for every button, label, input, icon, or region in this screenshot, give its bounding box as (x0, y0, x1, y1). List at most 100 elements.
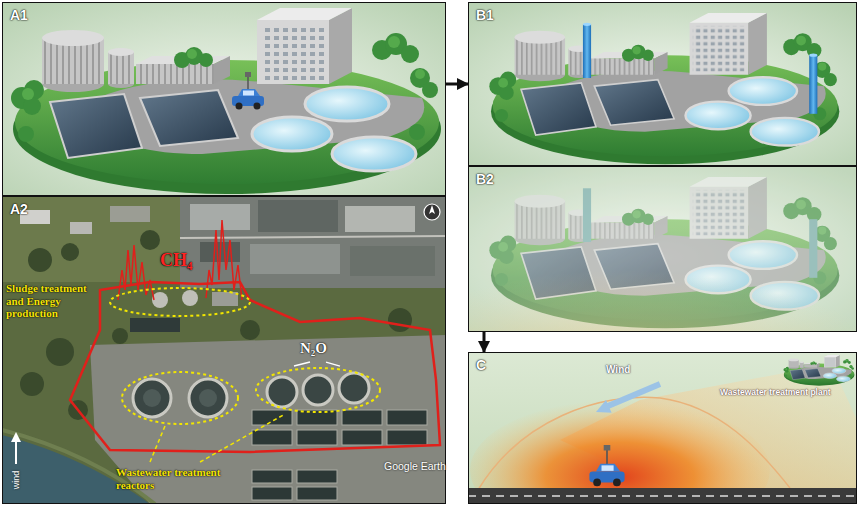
gas-label: CH₄ (160, 250, 192, 271)
satellite-map (189, 379, 227, 417)
satellite-map (297, 470, 337, 483)
wind-arrow (15, 440, 17, 464)
satellite-map (133, 379, 171, 417)
leader-line (150, 414, 285, 462)
satellite-map (2, 196, 180, 282)
satellite-map (387, 410, 427, 425)
panel-b1-scene (489, 13, 839, 164)
satellite-map (112, 328, 128, 344)
satellite-map (250, 244, 340, 274)
satellite-map (152, 292, 168, 308)
panel-frame: C (468, 352, 857, 504)
emission-plume (468, 195, 857, 332)
wind-label: wind (11, 471, 21, 490)
panel-c-scene (468, 352, 857, 504)
satellite-map (252, 410, 427, 500)
satellite-map (339, 373, 369, 403)
satellite-map (143, 389, 161, 407)
flow-arrow (446, 83, 468, 86)
satellite-map (61, 243, 79, 261)
sensor-tower (583, 24, 591, 78)
leader-line (294, 362, 340, 366)
satellite-map (240, 320, 260, 340)
leader-line (294, 362, 310, 366)
satellite-map (342, 410, 382, 425)
satellite-map (199, 389, 217, 407)
measurement-car (232, 72, 264, 110)
satellite-map (180, 236, 446, 238)
satellite-map (90, 335, 446, 504)
panel-b1-scene (468, 2, 857, 166)
road (468, 488, 857, 504)
survey-route (70, 282, 440, 452)
area-ellipse (256, 368, 380, 412)
panel-letter: A1 (10, 7, 28, 23)
panel-c-scene (783, 355, 854, 386)
satellite-map (2, 196, 446, 504)
leader-line (150, 426, 165, 462)
leader-line (326, 362, 340, 366)
satellite-map (252, 470, 292, 483)
wind-arrow (608, 384, 660, 406)
satellite-map (350, 246, 435, 276)
panel-b1-scene (489, 13, 839, 164)
satellite-map (297, 430, 337, 445)
area-label: Wastewater treatment reactors (116, 466, 228, 491)
satellite-map (182, 290, 198, 306)
panel-letter: C (476, 357, 486, 373)
panel-letter: B2 (476, 171, 494, 187)
panel-frame: A2 (2, 196, 446, 504)
wind-arrow (11, 432, 21, 442)
panel-frame: B2 (468, 166, 857, 332)
satellite-map (388, 308, 412, 332)
satellite-map (267, 377, 297, 407)
panel-b1-scene (468, 2, 857, 166)
satellite-map (252, 430, 292, 445)
satellite-map (140, 230, 160, 250)
panel-frame: B1 (468, 2, 857, 166)
satellite-map (342, 430, 382, 445)
satellite-map (2, 196, 446, 504)
panel-c-scene (478, 397, 790, 490)
panel-b1-scene (583, 23, 591, 26)
panel-c-scene (468, 495, 857, 497)
satellite-map (252, 410, 292, 425)
plant-label: Wastewater treatment plant (720, 388, 831, 398)
satellite-map (190, 204, 250, 230)
panel-a1-scene (2, 2, 446, 196)
compass-icon (429, 205, 435, 214)
satellite-map (252, 487, 292, 500)
area-ellipse (110, 288, 380, 424)
gas-label: N₂O (300, 340, 327, 357)
sensor-tower (809, 55, 817, 114)
satellite-map (345, 206, 415, 232)
panel-b1-scene (809, 54, 817, 57)
satellite-map (46, 338, 74, 366)
area-label: Sludge treatment and Energy production (6, 282, 102, 320)
satellite-map (143, 389, 217, 407)
satellite-map (20, 230, 412, 420)
methane-trace (206, 220, 242, 300)
flow-arrow (483, 332, 486, 352)
panel-c-scene (783, 355, 854, 386)
satellite-map (110, 206, 150, 222)
compass-icon (424, 204, 440, 220)
satellite-map (212, 292, 238, 306)
satellite-map (297, 487, 337, 500)
satellite-map (20, 372, 44, 396)
wind-label: Wind (606, 364, 630, 376)
satellite-map (70, 222, 92, 234)
satellite-map (387, 430, 427, 445)
area-ellipse (110, 288, 250, 316)
panel-letter: A2 (10, 201, 28, 217)
satellite-map (258, 200, 338, 232)
measurement-car (589, 445, 624, 486)
panel-frame: A1 (2, 2, 446, 196)
satellite-map (130, 318, 180, 332)
panel-a1-scene (11, 8, 441, 194)
watermark: Google Earth (384, 460, 446, 472)
